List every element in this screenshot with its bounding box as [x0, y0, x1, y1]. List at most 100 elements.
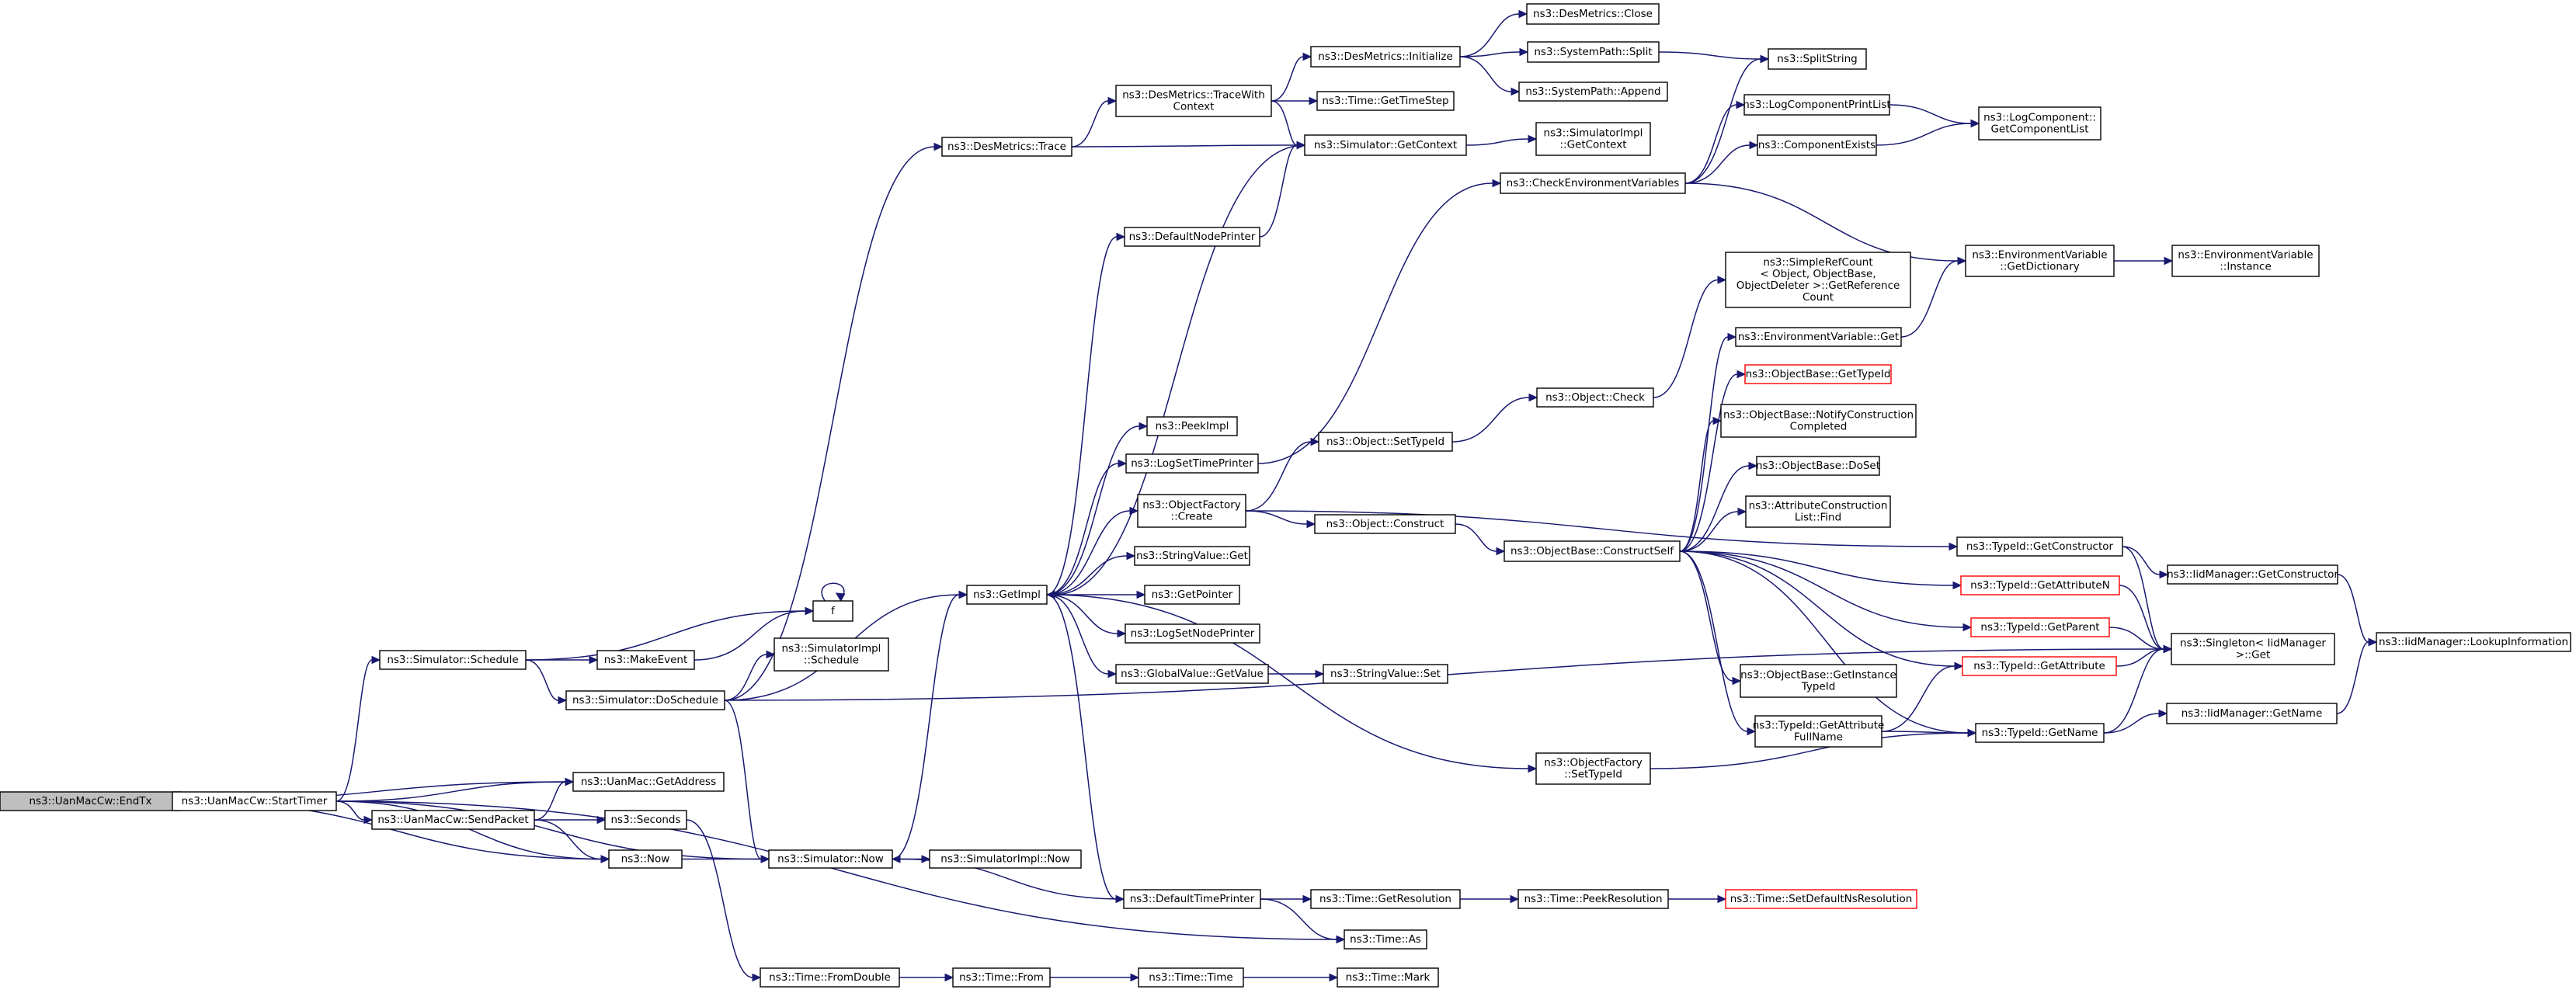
edge-getimpl-to-globalvalue_getvalue [1046, 594, 1118, 679]
node-sim-doschedule[interactable]: ns3::Simulator::DoSchedule [565, 690, 725, 710]
node-defaulttimeprinter[interactable]: ns3::DefaultTimePrinter [1123, 889, 1261, 909]
node-sim-now[interactable]: ns3::Simulator::Now [768, 849, 893, 869]
node-splitstring[interactable]: ns3::SplitString [1768, 48, 1867, 70]
edge-line [1046, 594, 1529, 769]
node-typeid-getname[interactable]: ns3::TypeId::GetName [1975, 723, 2105, 743]
node-iidmgr-lookup[interactable]: ns3::IidManager::LookupInformation [2376, 632, 2571, 652]
edge-line [1679, 550, 1955, 667]
node-objfactory-create[interactable]: ns3::ObjectFactory::Create [1137, 494, 1246, 528]
node-time-fromdouble[interactable]: ns3::Time::FromDouble [760, 967, 900, 988]
node-box [1962, 656, 2117, 676]
node-box [1304, 134, 1467, 156]
edge-defaulttimeprinter-to-time_as [1260, 898, 1346, 944]
node-peekimpl[interactable]: ns3::PeekImpl [1146, 416, 1238, 436]
node-stringvalue-get[interactable]: ns3::StringValue::Get [1134, 546, 1250, 566]
arrowhead-icon [1302, 52, 1312, 61]
node-objfactory-settypeid[interactable]: ns3::ObjectFactory::SetTypeId [1535, 752, 1651, 785]
node-systempath-split[interactable]: ns3::SystemPath::Split [1527, 41, 1660, 63]
node-objbase-gettypeid[interactable]: ns3::ObjectBase::GetTypeId [1744, 364, 1892, 384]
node-time-gettimestep[interactable]: ns3::Time::GetTimeStep [1316, 91, 1455, 111]
node-object-check[interactable]: ns3::Object::Check [1536, 387, 1654, 408]
node-box [812, 600, 853, 622]
edge-sendpacket-to-seconds [534, 815, 607, 825]
node-stringvalue-set[interactable]: ns3::StringValue::Set [1323, 664, 1448, 684]
node-f[interactable]: f [812, 600, 853, 622]
node-time-as[interactable]: ns3::Time::As [1344, 929, 1427, 950]
node-globalvalue-getvalue[interactable]: ns3::GlobalValue::GetValue [1115, 664, 1269, 684]
node-time-from[interactable]: ns3::Time::From [952, 967, 1051, 988]
node-logcomp-printlist[interactable]: ns3::LogComponentPrintList [1743, 94, 1891, 116]
node-getaddress[interactable]: ns3::UanMac::GetAddress [572, 772, 725, 792]
node-typeid-getattributen[interactable]: ns3::TypeId::GetAttributeN [1960, 575, 2120, 595]
node-time-mark[interactable]: ns3::Time::Mark [1337, 967, 1439, 988]
node-objbase-notify[interactable]: ns3::ObjectBase::NotifyConstructionCompl… [1720, 404, 1917, 438]
node-object-settypeid[interactable]: ns3::Object::SetTypeId [1318, 432, 1453, 452]
node-desmetrics-trace[interactable]: ns3::DesMetrics::Trace [941, 137, 1072, 157]
node-time-setdefaultns[interactable]: ns3::Time::SetDefaultNsResolution [1725, 889, 1917, 909]
node-defaultnodeprinter[interactable]: ns3::DefaultNodePrinter [1124, 227, 1260, 247]
node-typeid-getparent[interactable]: ns3::TypeId::GetParent [1970, 617, 2110, 637]
arrowhead-icon [1302, 894, 1312, 904]
node-simplerefcount[interactable]: ns3::SimpleRefCount< Object, ObjectBase,… [1725, 252, 1911, 308]
edge-line [2337, 574, 2369, 643]
edge-sim_doschedule-to-sim_now [724, 700, 770, 863]
node-singleton-get[interactable]: ns3::Singleton< IidManager>::Get [2171, 633, 2335, 665]
arrowhead-icon [1957, 256, 1967, 266]
edge-getimpl-to-peekimpl [1046, 422, 1149, 595]
node-sendpacket[interactable]: ns3::UanMacCw::SendPacket [371, 810, 535, 830]
edge-line [1653, 279, 1719, 398]
node-time-time[interactable]: ns3::Time::Time [1138, 967, 1244, 988]
edge-time_getresolution-to-time_peekresolution [1460, 894, 1520, 904]
node-compexists[interactable]: ns3::ComponentExists [1757, 134, 1877, 156]
node-logsetnodeprinter[interactable]: ns3::LogSetNodePrinter [1125, 623, 1260, 644]
node-label: ns3::DesMetrics::Trace [947, 141, 1066, 153]
node-typeid-getattribute[interactable]: ns3::TypeId::GetAttribute [1962, 656, 2117, 676]
node-logcomp-getlist[interactable]: ns3::LogComponent::GetComponentList [1978, 106, 2101, 141]
edge-getimpl-to-objfactory_settypeid [1046, 594, 1538, 773]
edge-line [1046, 594, 1109, 675]
edge-line [1451, 397, 1530, 443]
node-object-construct[interactable]: ns3::Object::Construct [1314, 514, 1456, 534]
node-getpointer[interactable]: ns3::GetPointer [1144, 585, 1240, 605]
edge-line [2103, 713, 2160, 734]
node-objbase-constructself[interactable]: ns3::ObjectBase::ConstructSelf [1504, 540, 1681, 562]
node-envvar-instance[interactable]: ns3::EnvironmentVariable::Instance [2171, 245, 2320, 277]
node-endtx: ns3::UanMacCw::EndTx [0, 791, 182, 811]
node-seconds[interactable]: ns3::Seconds [604, 810, 687, 830]
arrowhead-icon [1727, 332, 1737, 342]
node-starttimer[interactable]: ns3::UanMacCw::StartTimer [172, 791, 337, 811]
node-envvar-get[interactable]: ns3::EnvironmentVariable::Get [1735, 327, 1902, 347]
node-checkenv[interactable]: ns3::CheckEnvironmentVariables [1500, 172, 1686, 194]
node-simimpl-getcontext[interactable]: ns3::SimulatorImpl::GetContext [1535, 122, 1651, 156]
node-getimpl[interactable]: ns3::GetImpl [966, 585, 1048, 605]
node-box [1725, 889, 1917, 909]
node-envvar-getdict[interactable]: ns3::EnvironmentVariable::GetDictionary [1965, 245, 2115, 277]
node-logsettimeprinter[interactable]: ns3::LogSetTimePrinter [1125, 453, 1259, 474]
node-desmetrics-init[interactable]: ns3::DesMetrics::Initialize [1310, 46, 1461, 68]
node-iidmgr-getconstructor[interactable]: ns3::IidManager::GetConstructor [2167, 564, 2338, 585]
node-typeid-getconstructor[interactable]: ns3::TypeId::GetConstructor [1956, 536, 2123, 557]
arrowhead-icon [2368, 637, 2378, 647]
edge-line [1889, 104, 1972, 124]
node-now[interactable]: ns3::Now [608, 849, 683, 869]
node-makeevent[interactable]: ns3::MakeEvent [596, 650, 695, 670]
node-box [1535, 122, 1651, 156]
node-sim-schedule[interactable]: ns3::Simulator::Schedule [379, 650, 527, 670]
node-box [1756, 456, 1880, 476]
node-sim-getcontext[interactable]: ns3::Simulator::GetContext [1304, 134, 1467, 156]
node-systempath-append[interactable]: ns3::SystemPath::Append [1518, 82, 1668, 102]
edge-getimpl-to-objfactory_create [1046, 506, 1139, 595]
node-iidmgr-getname[interactable]: ns3::IidManager::GetName [2166, 703, 2338, 724]
node-time-peekresolution[interactable]: ns3::Time::PeekResolution [1517, 889, 1669, 909]
node-simimpl-schedule[interactable]: ns3::SimulatorImpl::Schedule [773, 637, 889, 672]
arrowhead-icon [1717, 276, 1727, 284]
edge-line [1046, 510, 1131, 595]
node-time-getresolution[interactable]: ns3::Time::GetResolution [1310, 889, 1461, 909]
node-simimpl-now[interactable]: ns3::SimulatorImpl::Now [929, 849, 1082, 869]
node-objbase-doset[interactable]: ns3::ObjectBase::DoSet [1756, 456, 1880, 476]
node-desmetrics-close[interactable]: ns3::DesMetrics::Close [1526, 3, 1660, 25]
